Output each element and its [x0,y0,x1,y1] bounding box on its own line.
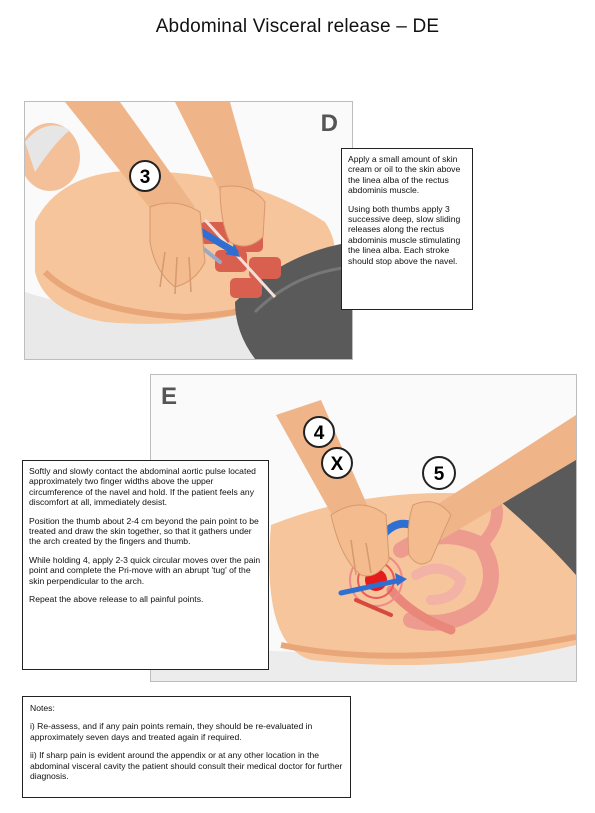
note-item-1: i) Re-assess, and if any pain points rem… [30,721,313,742]
panel-letter-d: D [320,110,338,137]
instruction-e-1: Softly and slowly contact the abdominal … [29,466,256,508]
rectus-abdominis-muscle [200,218,281,299]
illustration-panel-d: 3 D [24,101,353,360]
page-title: Abdominal Visceral release – DE [155,16,440,37]
step-badge-3: 3 [129,160,161,192]
step-number-x: X [331,454,344,475]
step-number-4: 4 [314,423,325,444]
step-badge-5: 5 [422,456,456,490]
step-badge-4: 4 [303,416,335,448]
instruction-e-4: Repeat the above release to all painful … [29,594,204,605]
instruction-d-1: Apply a small amount of skin cream or oi… [348,154,461,196]
massage-illustration-d: 3 [25,102,352,359]
note-item-2: ii) If sharp pain is evident around the … [30,750,343,782]
instructions-box-d: Apply a small amount of skin cream or oi… [341,148,473,310]
notes-heading: Notes: [30,703,55,713]
instruction-e-2: Position the thumb about 2-4 cm beyond t… [29,515,259,547]
panel-letter-e: E [161,383,178,410]
instruction-e-3: While holding 4, apply 2-3 quick circula… [29,554,261,586]
step-badge-x: X [321,447,353,479]
instructions-box-e: Softly and slowly contact the abdominal … [22,460,269,670]
notes-box: Notes: i) Re-assess, and if any pain poi… [22,696,351,798]
step-number-5: 5 [434,464,445,485]
massage-illustration-e: 4 X 5 [151,400,576,681]
step-number-3: 3 [140,167,151,188]
instruction-d-2: Using both thumbs apply 3 successive dee… [348,203,461,266]
